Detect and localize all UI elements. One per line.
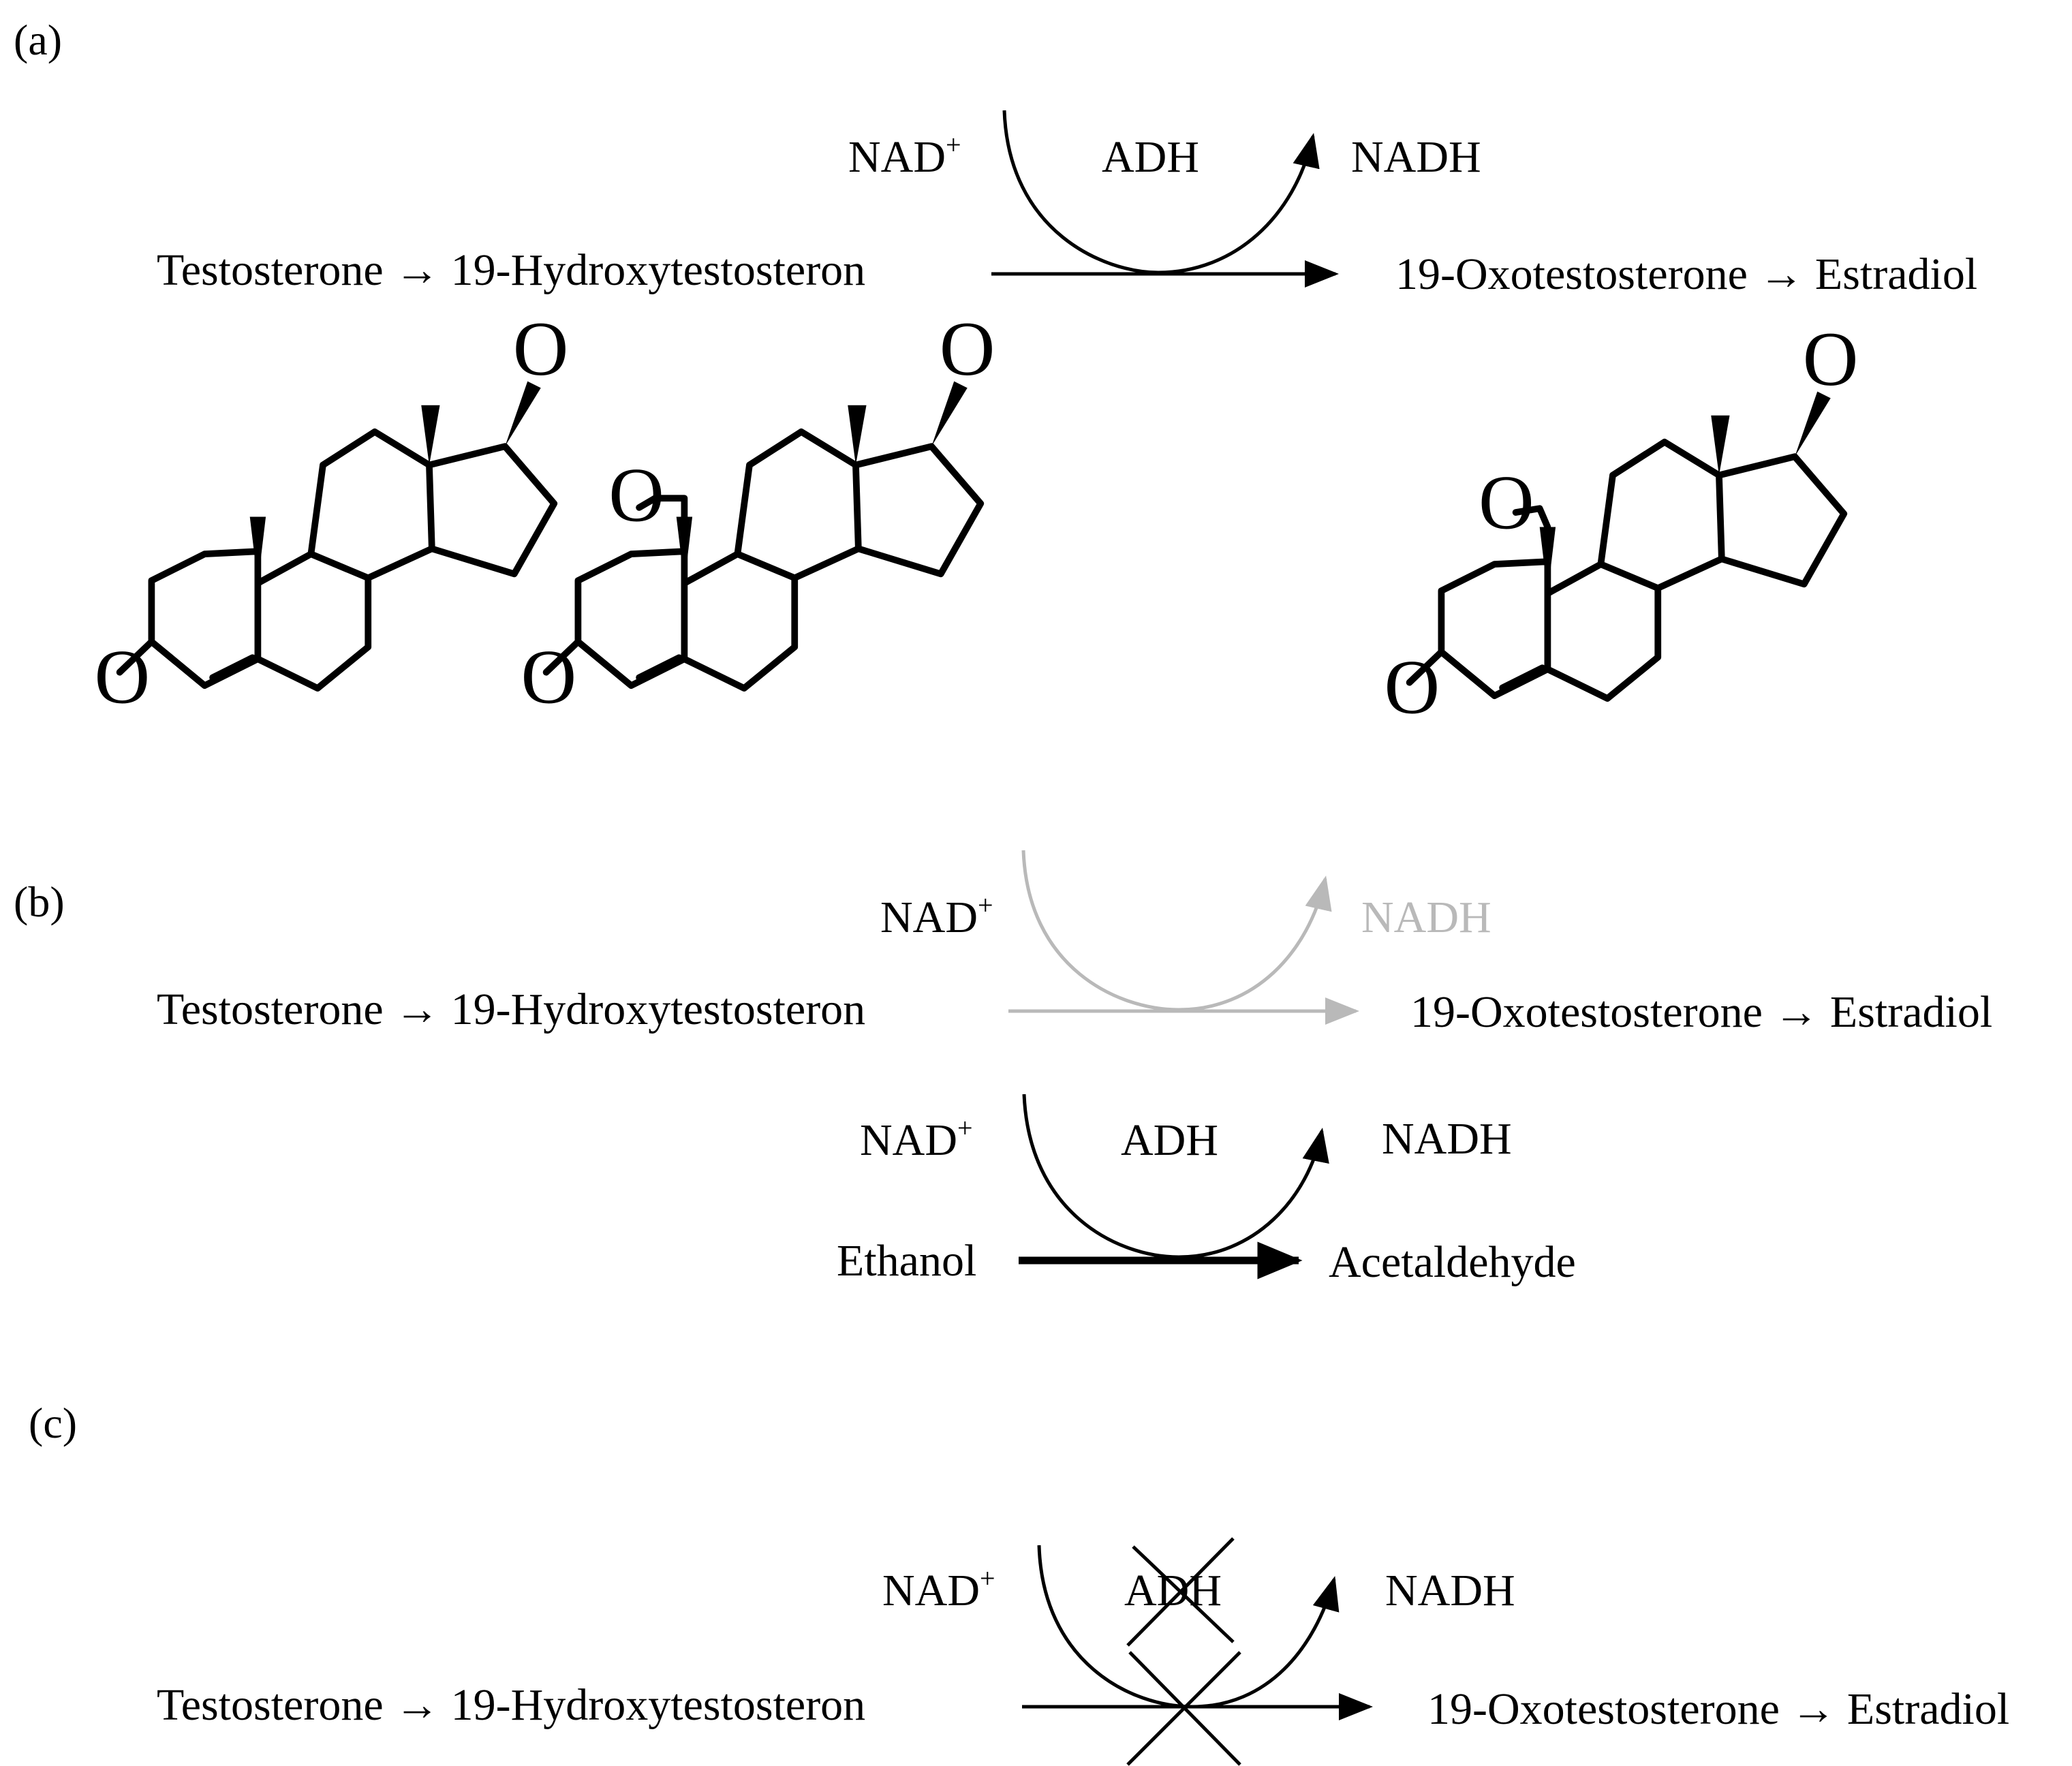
nad-plus-label-faded: NAD+ bbox=[880, 890, 993, 942]
acetaldehyde-label: Acetaldehyde bbox=[1329, 1237, 1576, 1287]
panel-label-b: (b) bbox=[14, 878, 65, 926]
ethanol-label: Ethanol bbox=[837, 1236, 976, 1286]
oxygen-17-label: O bbox=[940, 307, 995, 392]
oxygen-17-label: O bbox=[513, 307, 569, 392]
substrate-label: Testosterone → 19-Hydroxytestosteron bbox=[157, 1680, 865, 1730]
oxygen-19-label: O bbox=[608, 452, 664, 538]
oxygen-3-label: O bbox=[1385, 645, 1440, 730]
substrate-label: Testosterone → 19-Hydroxytestosteron bbox=[157, 245, 865, 295]
enzyme-adh-label: ADH bbox=[1124, 1566, 1222, 1615]
nadh-label-faded: NADH bbox=[1361, 893, 1491, 942]
oxygen-3-label: O bbox=[521, 635, 577, 720]
panel-label-c: (c) bbox=[29, 1399, 77, 1447]
panel-label-a: (a) bbox=[14, 16, 62, 64]
product-label: 19-Oxotestosterone → Estradiol bbox=[1410, 987, 1992, 1037]
hydroxytestosterone-structure: O O O bbox=[521, 307, 995, 720]
oxygen-17-label: O bbox=[1803, 317, 1859, 402]
enzyme-blocked-cross bbox=[1126, 1537, 1235, 1647]
nad-plus-label: NAD+ bbox=[848, 129, 961, 182]
nadh-label-ethanol: NADH bbox=[1382, 1114, 1512, 1164]
nad-plus-label-ethanol: NAD+ bbox=[860, 1113, 973, 1165]
oxygen-19-label: O bbox=[1479, 461, 1534, 546]
nad-plus-label: NAD+ bbox=[882, 1563, 995, 1615]
oxotestosterone-structure: O O O bbox=[1385, 317, 1859, 730]
enzyme-adh-label-ethanol: ADH bbox=[1121, 1115, 1218, 1165]
cofactor-curved-arrow-faded bbox=[1021, 850, 1332, 1012]
oxygen-3-label: O bbox=[95, 635, 151, 720]
substrate-label: Testosterone → 19-Hydroxytestosteron bbox=[157, 985, 865, 1034]
enzyme-adh-label: ADH bbox=[1102, 132, 1199, 182]
reaction-blocked-cross bbox=[1126, 1651, 1241, 1766]
product-label: 19-Oxotestosterone → Estradiol bbox=[1427, 1684, 2009, 1734]
product-label: 19-Oxotestosterone → Estradiol bbox=[1395, 249, 1977, 299]
nadh-label: NADH bbox=[1385, 1566, 1515, 1615]
testosterone-structure: O O bbox=[95, 307, 569, 720]
nadh-label: NADH bbox=[1351, 132, 1481, 182]
